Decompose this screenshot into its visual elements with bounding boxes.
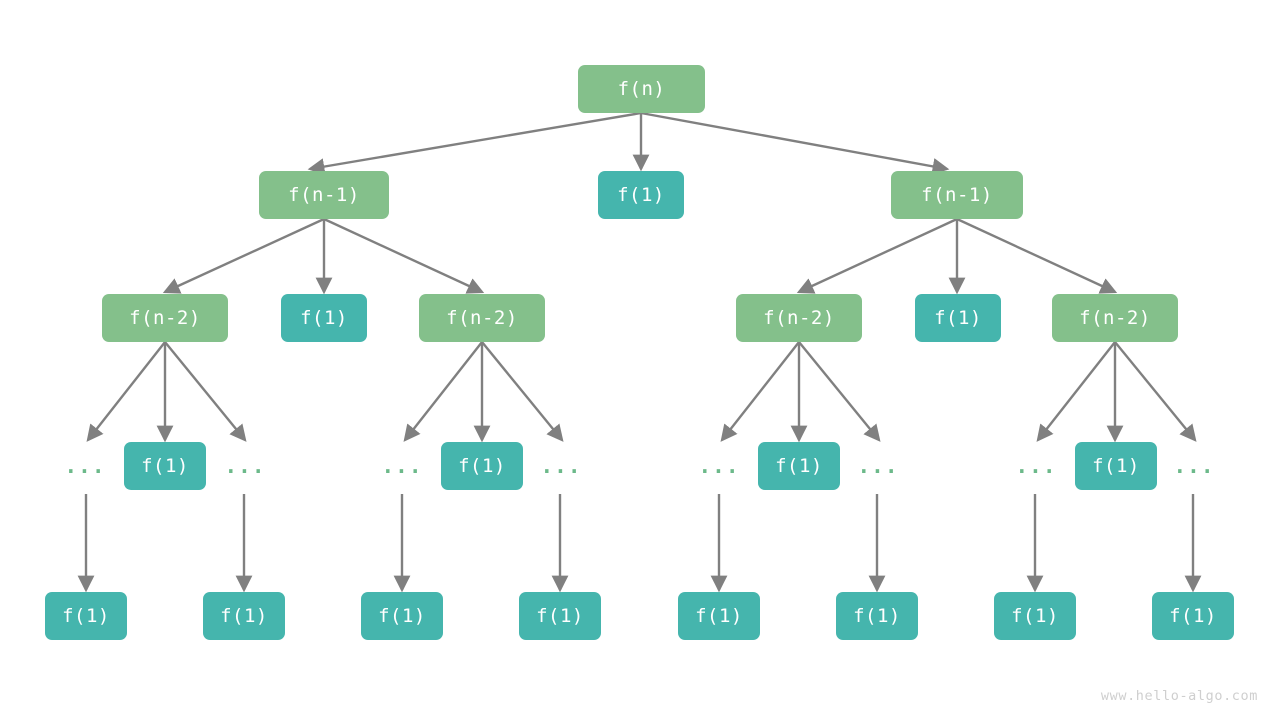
ellipsis-e3a: ... xyxy=(64,454,106,478)
edge-arrow xyxy=(1114,341,1197,442)
edge-arrow xyxy=(640,111,950,175)
tree-node-n3c: f(1) xyxy=(758,442,840,490)
tree-node-n1b: f(1) xyxy=(598,171,684,219)
tree-node-n4f: f(1) xyxy=(836,592,918,640)
tree-node-n4e: f(1) xyxy=(678,592,760,640)
tree-node-n3b: f(1) xyxy=(441,442,523,490)
tree-node-n4h: f(1) xyxy=(1152,592,1234,640)
tree-node-n4d: f(1) xyxy=(519,592,601,640)
tree-node-n2f: f(n-2) xyxy=(1052,294,1178,342)
ellipsis-e3b: ... xyxy=(224,454,266,478)
watermark: www.hello-algo.com xyxy=(1100,688,1258,704)
edge-arrow xyxy=(307,111,642,175)
tree-node-n0: f(n) xyxy=(578,65,705,113)
edge-arrow xyxy=(86,341,166,442)
edges-group xyxy=(77,111,1202,593)
tree-node-n2e: f(1) xyxy=(915,294,1001,342)
tree-node-n3d: f(1) xyxy=(1075,442,1157,490)
edge-arrow xyxy=(720,341,800,442)
ellipsis-e3h: ... xyxy=(1173,454,1215,478)
edge-arrow xyxy=(323,217,485,294)
edge-arrow xyxy=(481,341,564,442)
ellipsis-e3e: ... xyxy=(698,454,740,478)
tree-node-n4b: f(1) xyxy=(203,592,285,640)
tree-node-n4a: f(1) xyxy=(45,592,127,640)
tree-node-n1a: f(n-1) xyxy=(259,171,389,219)
tree-node-n2d: f(n-2) xyxy=(736,294,862,342)
edge-arrow xyxy=(956,217,1118,294)
tree-node-n4c: f(1) xyxy=(361,592,443,640)
tree-node-n2a: f(n-2) xyxy=(102,294,228,342)
ellipsis-e3c: ... xyxy=(381,454,423,478)
ellipsis-e3d: ... xyxy=(540,454,582,478)
edge-arrow xyxy=(403,341,483,442)
tree-node-n1c: f(n-1) xyxy=(891,171,1023,219)
edge-arrow xyxy=(798,341,881,442)
tree-node-n2c: f(n-2) xyxy=(419,294,545,342)
ellipsis-e3g: ... xyxy=(1015,454,1057,478)
ellipsis-e3f: ... xyxy=(857,454,899,478)
tree-node-n3a: f(1) xyxy=(124,442,206,490)
edge-arrow xyxy=(164,341,247,442)
edge-arrow xyxy=(796,217,958,294)
edge-arrow xyxy=(162,217,325,294)
tree-node-n2b: f(1) xyxy=(281,294,367,342)
edge-arrow xyxy=(1036,341,1116,442)
tree-node-n4g: f(1) xyxy=(994,592,1076,640)
